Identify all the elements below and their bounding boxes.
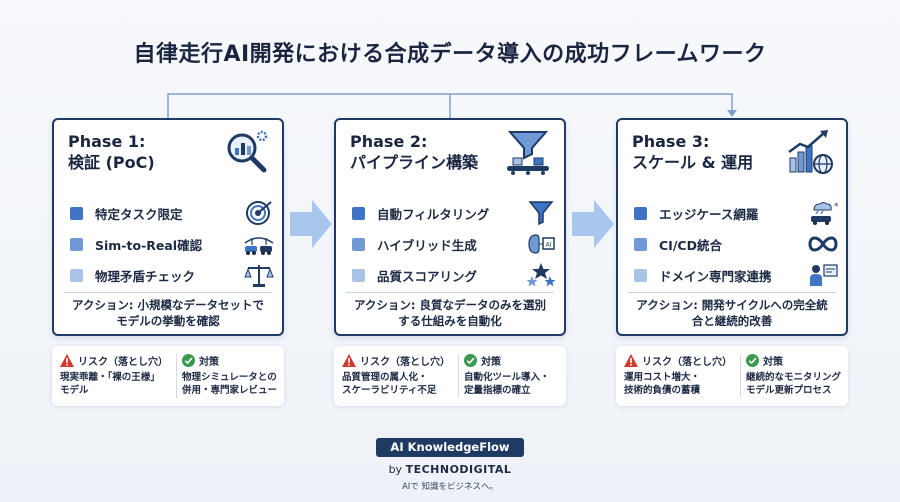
list-item: 自動フィルタリング	[352, 198, 556, 229]
phase-card-3: Phase 3: スケール & 運用 エッジケース網羅 * CI/CD統	[616, 118, 848, 336]
list-item: エッジケース網羅 *	[634, 198, 838, 229]
action-line: アクション: 小規模なデータセットで	[71, 298, 265, 312]
action-text: アクション: 良質なデータのみを選別 する仕組みを自動化	[344, 297, 556, 329]
risk-card-2: リスク（落とし穴） 品質管理の属人化・スケーラビリティ不足 対策 自動化ツール導…	[334, 346, 566, 406]
risk-card-1: リスク（落とし穴） 現実乖離・「裸の王様」モデル 対策 物理シミュレータとの併用…	[52, 346, 284, 406]
action-line: アクション: 良質なデータのみを選別	[353, 298, 547, 312]
warning-icon	[60, 353, 74, 367]
check-icon	[464, 353, 477, 367]
measure-text: 自動化ツール導入・定量指標の確立	[464, 372, 550, 396]
risk-text: 現実乖離・「裸の王様」モデル	[60, 372, 160, 396]
item-label: 特定タスク限定	[95, 207, 183, 222]
bullet-square	[634, 207, 647, 220]
loop-arrowhead	[727, 110, 737, 117]
check-icon	[182, 353, 195, 367]
list-item: Sim-to-Real確認	[70, 229, 274, 260]
phase-card-1: Phase 1: 検証 (PoC) 特定タスク限定 Sim-to-Real確認	[52, 118, 284, 336]
action-line: モデルの挙動を確認	[116, 314, 220, 328]
funnel-conveyor-icon	[507, 131, 549, 175]
risk-label: リスク（落とし穴）	[360, 356, 450, 368]
phase-number: Phase 2:	[350, 132, 428, 151]
risk-card-3: リスク（落とし穴） 運用コスト増大・技術的負債の蓄積 対策 継続的なモニタリング…	[616, 346, 848, 406]
action-text: アクション: 小規模なデータセットで モデルの挙動を確認	[62, 297, 274, 329]
brand-by: by	[388, 463, 403, 476]
page-title: 自律走行AI開発における合成データ導入の成功フレームワーク	[133, 42, 767, 67]
infinity-loop-icon	[808, 236, 838, 252]
action-text: アクション: 開発サイクルへの完全統 合と継続的改善	[626, 297, 838, 329]
action-line: 合と継続的改善	[691, 314, 773, 328]
warning-icon	[624, 353, 638, 367]
brain-ai-icon: AI	[528, 234, 555, 254]
target-icon	[246, 201, 272, 225]
phase-name: 検証 (PoC)	[68, 153, 155, 172]
brand-company: TECHNODIGITAL	[405, 463, 512, 476]
bullet-square	[70, 207, 83, 220]
measure-label: 対策	[763, 356, 783, 368]
divider	[458, 354, 459, 398]
bullet-square	[70, 238, 83, 251]
arrow-right-icon	[290, 200, 332, 248]
svg-text:*: *	[834, 202, 838, 212]
brand-byline: by TECHNODIGITAL	[0, 463, 900, 476]
bullet-square	[634, 238, 647, 251]
item-label: 物理矛盾チェック	[95, 269, 196, 284]
divider	[628, 292, 836, 293]
phase-card-2: Phase 2: パイプライン構築 自動フィルタリング ハイブリッド生成 AI	[334, 118, 566, 336]
item-label: エッジケース網羅	[659, 207, 759, 222]
funnel-icon	[528, 201, 554, 226]
stars-icon	[526, 263, 556, 287]
magnifier-chart-gear-icon	[227, 130, 268, 173]
phase-number: Phase 1:	[68, 132, 146, 151]
list-item: ハイブリッド生成 AI	[352, 229, 556, 260]
risk-text: 運用コスト増大・技術的負債の蓄積	[624, 372, 701, 396]
warning-icon	[342, 353, 356, 367]
item-label: 自動フィルタリング	[377, 207, 490, 222]
list-item: 特定タスク限定	[70, 198, 274, 229]
bullet-square	[352, 207, 365, 220]
divider	[176, 354, 177, 398]
bullet-square	[352, 238, 365, 251]
weather-car-icon: *	[811, 202, 838, 225]
measure-label: 対策	[199, 356, 219, 368]
divider	[64, 292, 272, 293]
risk-text: 品質管理の属人化・スケーラビリティ不足	[342, 372, 437, 396]
bullet-square	[70, 269, 83, 282]
phase-name: スケール & 運用	[632, 153, 754, 172]
list-item: CI/CD統合	[634, 229, 838, 260]
check-icon	[746, 353, 759, 367]
risk-label: リスク（落とし穴）	[78, 356, 168, 368]
list-item: ドメイン専門家連携	[634, 260, 838, 291]
item-label: ハイブリッド生成	[377, 238, 477, 253]
item-label: CI/CD統合	[659, 238, 722, 253]
growth-chart-globe-icon	[788, 130, 833, 174]
phase-name: パイプライン構築	[350, 153, 479, 172]
risk-label: リスク（落とし穴）	[642, 356, 732, 368]
divider	[740, 354, 741, 398]
action-line: する仕組みを自動化	[398, 314, 502, 328]
phase-number: Phase 3:	[632, 132, 710, 151]
bullet-square	[352, 269, 365, 282]
scale-icon	[244, 265, 274, 287]
brand-logo: AI KnowledgeFlow	[376, 438, 524, 457]
svg-text:AI: AI	[546, 242, 552, 249]
divider	[346, 292, 554, 293]
measure-label: 対策	[481, 356, 501, 368]
arrow-right-icon	[572, 200, 614, 248]
expert-board-icon	[810, 264, 838, 286]
measure-text: 物理シミュレータとの併用・専門家レビュー	[182, 372, 278, 396]
item-label: 品質スコアリング	[377, 269, 478, 284]
list-item: 品質スコアリング	[352, 260, 556, 291]
brand-tagline: AIで 知識をビジネスへ。	[401, 482, 499, 492]
item-label: ドメイン専門家連携	[659, 269, 772, 284]
item-label: Sim-to-Real確認	[95, 238, 203, 253]
action-line: アクション: 開発サイクルへの完全統	[636, 298, 828, 312]
measure-text: 継続的なモニタリングモデル更新プロセス	[746, 372, 842, 396]
list-item: 物理矛盾チェック	[70, 260, 274, 291]
bullet-square	[634, 269, 647, 282]
cars-bridge-icon	[244, 237, 274, 255]
